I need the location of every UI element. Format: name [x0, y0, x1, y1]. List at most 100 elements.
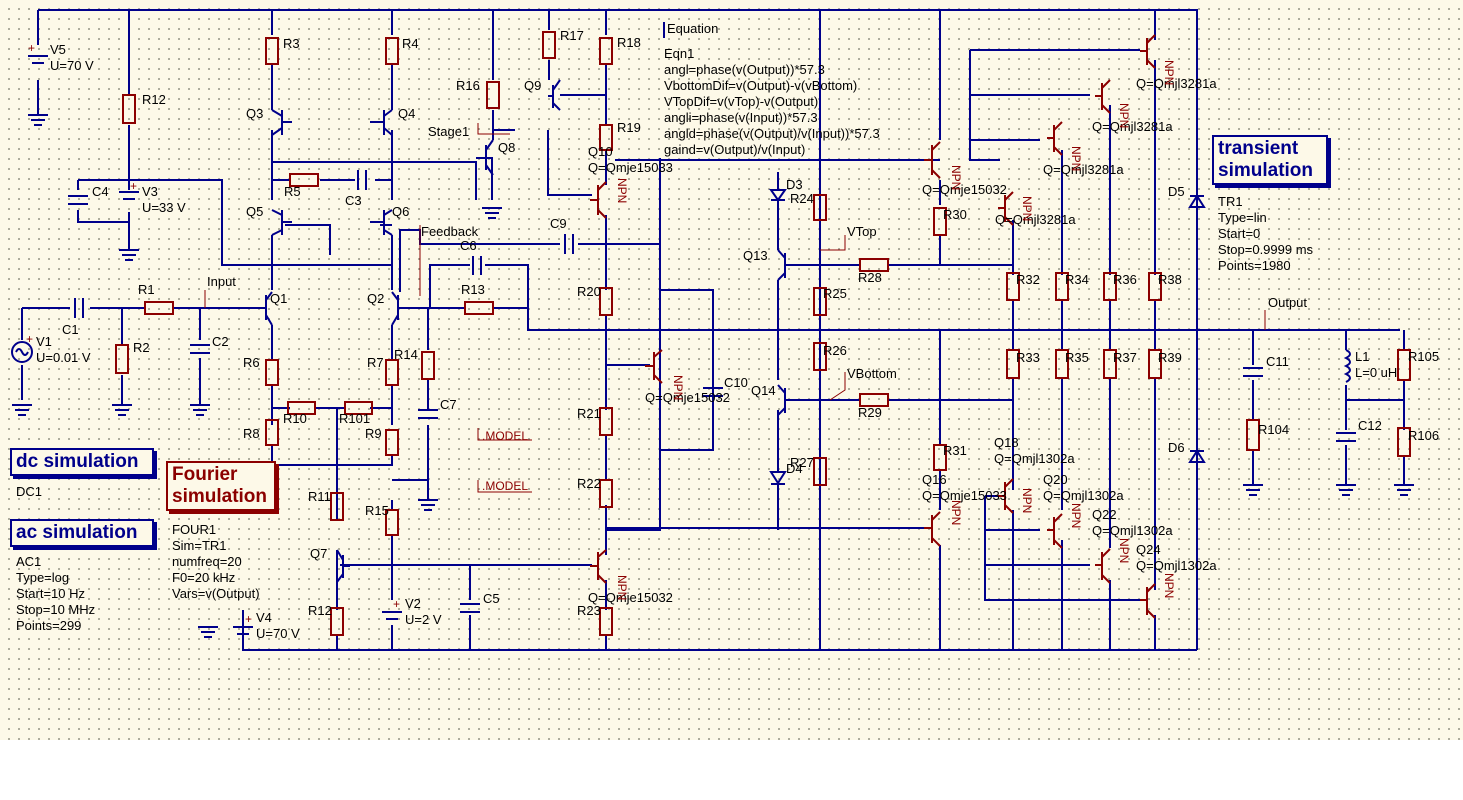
diodes — [769, 189, 1206, 485]
label-r101: R101 — [339, 411, 370, 426]
label-c7: C7 — [440, 397, 457, 412]
label-c1: C1 — [62, 322, 79, 337]
label-c11: C11 — [1266, 354, 1289, 369]
svg-text:+: + — [26, 332, 33, 346]
model-q18: Q=Qmjl1302a — [994, 451, 1075, 466]
value-v2: U=2 V — [405, 612, 442, 627]
label-q7: Q7 — [310, 546, 327, 561]
label-r105: R105 — [1408, 349, 1439, 364]
tag-q18: NPN — [1020, 488, 1034, 513]
label-c5: C5 — [483, 591, 500, 606]
label-r1: R1 — [138, 282, 155, 297]
label-q4: Q4 — [398, 106, 415, 121]
svg-text:+: + — [245, 612, 252, 626]
label-r5: R5 — [284, 184, 301, 199]
component-labels: V5 U=70 V R12 C4 V3 U=33 V R3 R4 Q3 Q4 R… — [36, 28, 1439, 641]
equation-block[interactable]: Equation Eqn1 angl=phase(v(Output))*57.3… — [663, 21, 880, 157]
tag-q16: NPN — [949, 500, 963, 525]
ac-params: AC1 Type=log Start=10 Hz Stop=10 MHz Poi… — [16, 554, 95, 634]
label-r40: R39 — [1158, 350, 1182, 365]
label-c10: C10 — [724, 375, 748, 390]
label-r17: R16 — [456, 78, 480, 93]
ac-title: ac simulation — [16, 522, 138, 543]
label-q18: Q18 — [994, 435, 1019, 450]
label-r104: R104 — [1258, 422, 1289, 437]
wires — [21, 9, 1405, 651]
label-d5: D5 — [1168, 184, 1185, 199]
node-stage1: Stage1 — [428, 124, 469, 139]
label-r29: R28 — [858, 270, 882, 285]
node-vbottom: VBottom — [847, 366, 897, 381]
label-c4: C4 — [92, 184, 109, 199]
dc-simulation-box[interactable]: dc simulation — [10, 448, 154, 476]
dc-title: dc simulation — [16, 451, 139, 472]
fourier-param: Vars=v(Output) — [172, 586, 260, 601]
svg-text:+: + — [28, 41, 35, 55]
model-block-2: .MODEL — [482, 479, 528, 493]
label-r13: R12 — [142, 92, 166, 107]
label-r12: R12 — [308, 603, 332, 618]
label-v4: V4 — [256, 610, 272, 625]
label-l1: L1 — [1355, 349, 1369, 364]
equation-line-3: VTopDif=v(vTop)-v(Output) — [664, 94, 818, 109]
fourier-title-l2: simulation — [172, 486, 268, 507]
tag-q11: NPN — [671, 375, 685, 400]
value-v1: U=0.01 V — [36, 350, 91, 365]
ac-param: Type=log — [16, 570, 70, 585]
schematic-diagram[interactable]: + + + + + — [0, 0, 1463, 740]
label-r23: R22 — [577, 476, 601, 491]
label-r20: R19 — [617, 120, 641, 135]
transient-params: TR1 Type=lin Start=0 Stop=0.9999 ms Poin… — [1218, 194, 1313, 274]
label-r11: R11 — [308, 489, 331, 504]
label-r3: R3 — [283, 36, 300, 51]
transient-name: TR1 — [1218, 194, 1243, 209]
label-q2: Q2 — [367, 291, 384, 306]
voltage-sources: + + + + + — [11, 41, 402, 635]
fourier-simulation-box[interactable]: Fourier simulation — [166, 461, 276, 511]
model-block-1: .MODEL — [482, 429, 528, 443]
value-v3: U=33 V — [142, 200, 186, 215]
transient-param: Points=1980 — [1218, 258, 1291, 273]
npn-type-tags: NPN NPN NPN NPN NPN NPN NPN NPN NPN NPN … — [615, 60, 1176, 600]
fourier-param: Sim=TR1 — [172, 538, 227, 553]
label-d3: D3 — [786, 177, 803, 192]
inductor-l1 — [1343, 349, 1351, 383]
label-q20: Q20 — [1043, 472, 1068, 487]
label-q3: Q3 — [246, 106, 263, 121]
transient-title-l2: simulation — [1218, 160, 1314, 181]
value-l1: L=0 uH — [1355, 365, 1397, 380]
ac-simulation-box[interactable]: ac simulation — [10, 519, 154, 547]
dc-name: DC1 — [16, 484, 43, 499]
label-v2: V2 — [405, 596, 421, 611]
model-q23: Q=Qmjl3281a — [995, 212, 1076, 227]
fourier-params: FOUR1 Sim=TR1 numfreq=20 F0=20 kHz Vars=… — [172, 522, 260, 602]
ground-symbols — [12, 114, 1414, 638]
fourier-param: F0=20 kHz — [172, 570, 236, 585]
fourier-name: FOUR1 — [172, 522, 217, 537]
tag-q20: NPN — [1069, 503, 1083, 528]
value-v5: U=70 V — [50, 58, 94, 73]
label-r25: R24 — [790, 191, 814, 206]
tag-q17: NPN — [1162, 60, 1176, 85]
node-feedback: Feedback — [421, 224, 479, 239]
tag-q19: NPN — [1117, 103, 1131, 128]
label-d6: D6 — [1168, 440, 1185, 455]
tag-q22: NPN — [1117, 538, 1131, 563]
node-vtop: VTop — [847, 224, 877, 239]
label-r9: R9 — [365, 426, 382, 441]
tag-q10: NPN — [615, 178, 629, 203]
tag-q23: NPN — [1020, 196, 1034, 221]
transient-param: Start=0 — [1218, 226, 1261, 241]
label-r14: R13 — [461, 282, 485, 297]
label-r28: R27 — [790, 455, 814, 470]
label-r106: R106 — [1408, 428, 1439, 443]
transient-simulation-box[interactable]: transient simulation — [1212, 135, 1328, 185]
label-r26: R25 — [823, 286, 847, 301]
label-c9: C9 — [550, 216, 567, 231]
node-names: Input Feedback Stage1 VTop VBottom Outpu… — [207, 124, 1307, 493]
equation-title: Equation — [667, 21, 718, 36]
label-c12: C12 — [1358, 418, 1382, 433]
model-q19: Q=Qmjl3281a — [1092, 119, 1173, 134]
model-q15: Q=Qmje15032 — [922, 182, 1007, 197]
label-q1: Q1 — [270, 291, 287, 306]
